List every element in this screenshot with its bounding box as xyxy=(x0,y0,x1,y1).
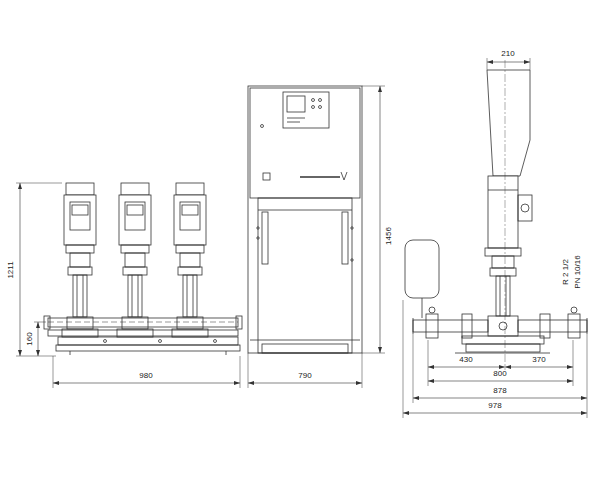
dimension-label: 1456 xyxy=(385,226,393,246)
dimension-label: R 2 1/2 xyxy=(562,258,570,286)
dimension-label: 790 xyxy=(297,372,312,380)
dimension-label: 370 xyxy=(531,356,546,364)
dimension-label: 1211 xyxy=(7,260,15,279)
dimension-label: 878 xyxy=(492,387,507,395)
control-cabinet xyxy=(248,86,385,388)
dimension-label: 160 xyxy=(26,331,34,346)
dimension-label: 430 xyxy=(458,356,473,364)
front-view xyxy=(16,183,242,388)
dimension-label: 800 xyxy=(492,370,507,378)
dimension-label: 980 xyxy=(138,372,153,380)
dimension-label: 978 xyxy=(487,402,502,410)
side-view xyxy=(403,58,587,418)
dimension-label: PN 10/16 xyxy=(574,254,582,289)
dimension-label: 210 xyxy=(500,50,515,58)
